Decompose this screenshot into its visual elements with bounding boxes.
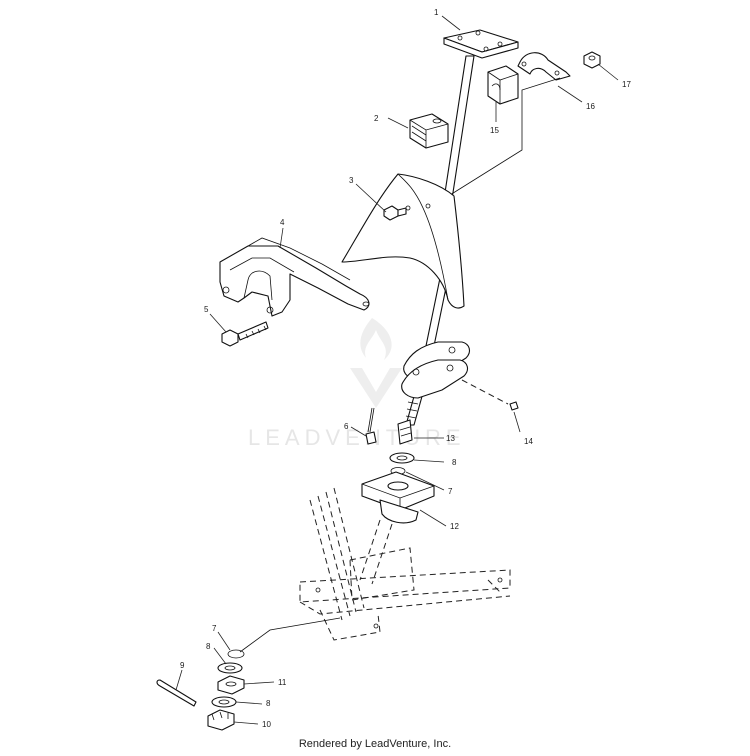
callout-12: 12 — [450, 522, 459, 531]
part-housing-12 — [361, 471, 435, 524]
part-nut-17 — [583, 51, 601, 69]
part-cotter-pin-9 — [156, 679, 197, 707]
part-oring-7-lower — [227, 649, 245, 659]
callout-8-upper: 8 — [452, 458, 457, 467]
part-castle-nut-10 — [207, 709, 235, 731]
part-steering-boot — [341, 173, 465, 309]
part-steering-plate — [401, 341, 471, 399]
callout-9: 9 — [180, 661, 185, 670]
callout-labels: 1 2 3 4 5 6 7 7 8 8 8 9 10 11 12 13 14 1… — [180, 8, 631, 729]
part-split-grommet — [487, 65, 519, 105]
callout-17: 17 — [622, 80, 631, 89]
callout-15: 15 — [490, 126, 499, 135]
leader-lines — [175, 15, 619, 725]
callout-8-lower-2: 8 — [266, 699, 271, 708]
callout-5: 5 — [204, 305, 209, 314]
callout-3: 3 — [349, 176, 354, 185]
callout-10: 10 — [262, 720, 271, 729]
part-frame-dashed — [299, 487, 511, 641]
callout-16: 16 — [586, 102, 595, 111]
part-bolt-5 — [221, 321, 269, 347]
callout-7-upper: 7 — [448, 487, 453, 496]
footer-credit: Rendered by LeadVenture, Inc. — [298, 738, 452, 750]
watermark-flame-icon — [360, 318, 392, 360]
part-cotter-pin-6 — [365, 407, 377, 445]
part-clip-14 — [461, 379, 519, 411]
callout-1: 1 — [434, 8, 439, 17]
part-screw-3 — [383, 205, 407, 221]
callout-4: 4 — [280, 218, 285, 227]
watermark-text: LEADVENTURE — [248, 425, 466, 450]
part-grommet — [409, 113, 449, 149]
callout-7-lower: 7 — [212, 624, 217, 633]
part-washer-8-upper — [389, 452, 415, 464]
part-nut-11 — [217, 675, 245, 695]
callout-11: 11 — [278, 678, 287, 687]
part-coupler-13 — [397, 419, 413, 445]
part-bracket — [219, 237, 370, 317]
callout-2: 2 — [374, 114, 379, 123]
part-clamp — [517, 52, 571, 81]
callout-8-lower-1: 8 — [206, 642, 211, 651]
part-washer-8-lower-1 — [217, 662, 243, 674]
part-washer-8-lower-2 — [211, 696, 237, 708]
callout-14: 14 — [524, 437, 533, 446]
callout-6: 6 — [344, 422, 349, 431]
watermark-v-icon — [350, 368, 402, 408]
callout-13: 13 — [446, 434, 455, 443]
